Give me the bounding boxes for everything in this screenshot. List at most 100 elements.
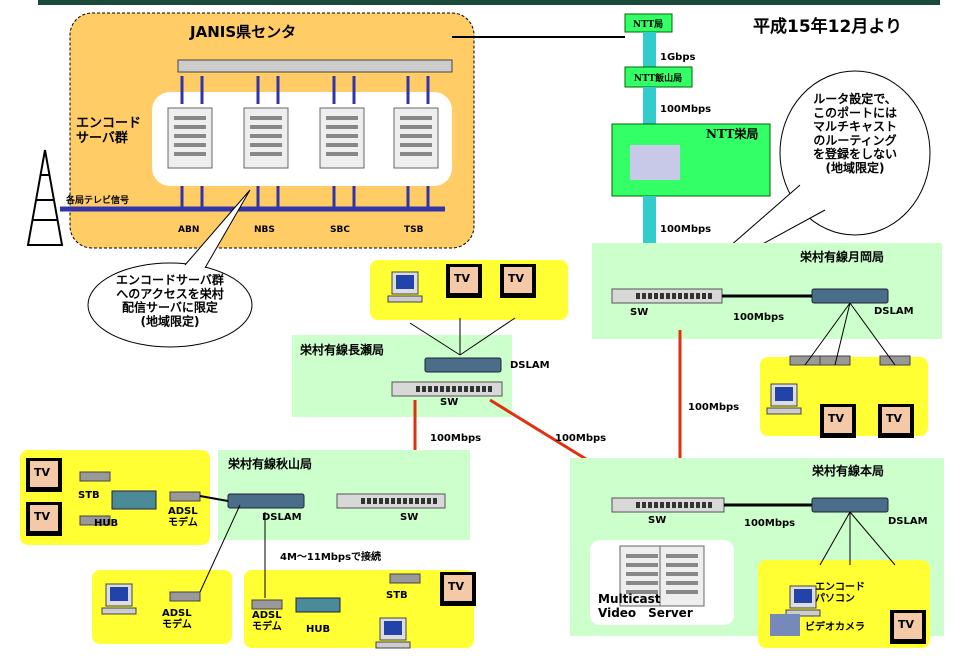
date-title: 平成15年12月より: [753, 16, 902, 37]
nagase-dslam: [424, 357, 502, 373]
home-pc: [92, 570, 232, 644]
home-left-modem: [169, 491, 201, 502]
ntt-iiyama-box: [624, 66, 693, 88]
nagase-line: [459, 317, 516, 356]
encoder-server-bay: [400, 143, 432, 147]
video-server-2-bay: [666, 581, 698, 585]
nagase-switch-port: [422, 386, 426, 392]
tsukioka-line: [834, 302, 851, 366]
video-camera-icon: [770, 614, 800, 636]
home-pc-computer-screen: [110, 587, 128, 601]
encoder-server-bay: [400, 134, 432, 138]
tsukioka-switch-port: [696, 293, 700, 299]
nagase-dslam-label: DSLAM: [510, 360, 550, 371]
nagase-tv-2-screen: [504, 267, 532, 293]
nagase-switch-port: [476, 386, 480, 392]
honkyoku-switch-port: [672, 502, 676, 508]
encoder-callout-tail: [184, 189, 251, 269]
nagase-switch-port: [482, 386, 486, 392]
antenna-icon: [26, 149, 64, 246]
home-pc-line: [199, 504, 241, 593]
home-bottom-pc-kbd: [375, 641, 411, 649]
akiyama-switch-port: [361, 498, 365, 504]
encoder-server-bay: [326, 152, 358, 156]
nagase-pc-kbd: [387, 295, 423, 303]
akiyama-switch-port: [427, 498, 431, 504]
home-bottom-hub-label: HUB: [306, 624, 330, 635]
video-server-2-bay: [666, 572, 698, 576]
home-left-stb: [79, 471, 111, 482]
video-server-1-bay: [626, 590, 658, 594]
nagase-switch-port: [440, 386, 444, 392]
ntt-router-image: [630, 145, 680, 180]
tsukioka-tv-2-label: TV: [886, 412, 903, 425]
tsukioka-stb: [789, 355, 821, 366]
encoder-server-bay: [250, 143, 282, 147]
tsukioka-down-label: 100Mbps: [688, 402, 739, 413]
tsukioka-line: [804, 302, 851, 366]
nagase-switch-port: [470, 386, 474, 392]
honkyoku-switch-port: [702, 502, 706, 508]
akiyama-title: 栄村有線秋山局: [227, 456, 312, 471]
tsukioka-switch-port: [684, 293, 688, 299]
tsukioka-switch-port: [708, 293, 712, 299]
video-server-1-bay: [626, 572, 658, 576]
channel-label: SBC: [330, 225, 350, 235]
home-bottom-stb-label: STB: [386, 590, 408, 601]
tsukioka-dslam-label: DSLAM: [874, 306, 914, 317]
tsukioka-switch-port: [648, 293, 652, 299]
akiyama-switch-port: [385, 498, 389, 504]
home-bottom-stb: [389, 573, 421, 584]
akiyama-switch-port: [433, 498, 437, 504]
nagase-pc-screen: [396, 275, 414, 289]
home-bottom-hub: [295, 597, 341, 613]
video-server-2-bay: [666, 554, 698, 558]
tsukioka-switch-port: [660, 293, 664, 299]
header-bar: [38, 0, 940, 5]
nagase-line: [409, 322, 461, 356]
nagase-sw-label: SW: [440, 397, 458, 408]
ntt-kyoku-label: NTT局: [633, 19, 663, 30]
tsukioka-switch-port: [702, 293, 706, 299]
tsukioka-dslam: [811, 288, 889, 304]
home-left-hub: [111, 490, 157, 510]
link-100mbps-label: 100Mbps: [660, 104, 711, 115]
honkyoku-switch-port: [666, 502, 670, 508]
akiyama-speed-label: 4M～11Mbpsで接続: [280, 550, 381, 563]
link-1gbps-label: 1Gbps: [660, 52, 695, 63]
akiyama-sw-label: SW: [400, 512, 418, 523]
home-bottom-tv-screen: [444, 575, 472, 601]
tsukioka-switch-port: [654, 293, 658, 299]
tsukioka-tv-2-screen: [882, 407, 910, 433]
ntt-sakae-label: NTT栄局: [706, 126, 758, 141]
honkyoku-switch-port: [660, 502, 664, 508]
honkyoku-dslam-label: DSLAM: [888, 516, 928, 527]
ntt-iiyama-label: NTT飯山局: [634, 72, 682, 84]
honkyoku-line: [849, 511, 896, 566]
encoder-pc-kbd: [785, 609, 821, 617]
honkyoku-tv-screen: [894, 613, 922, 639]
router-callout-text: ルータ設定で、このポートにはマルチキャストのルーティングを登録をしない(地域限定…: [813, 91, 897, 175]
honkyoku-switch-port: [696, 502, 700, 508]
video-server-1-bay: [626, 581, 658, 585]
encoder-server-bay: [250, 134, 282, 138]
home-pc-modem: [169, 591, 201, 602]
nagase-link-right: 100Mbps: [555, 433, 606, 444]
tsukioka-link-label: 100Mbps: [733, 312, 784, 323]
encoder-area: [152, 92, 452, 186]
nagase-switch-port: [452, 386, 456, 392]
akiyama-switch-port: [421, 498, 425, 504]
tsukioka-pc-screen: [775, 387, 793, 401]
encoder-server-bay: [174, 152, 206, 156]
encoder-server-bay: [174, 125, 206, 129]
nagase-tv-2-label: TV: [508, 272, 525, 285]
video-server-2-bay: [666, 590, 698, 594]
nagase-tv-1-label: TV: [454, 272, 471, 285]
tsukioka-switch-port: [636, 293, 640, 299]
home-bottom-pc-screen: [384, 621, 402, 635]
nagase-switch-port: [458, 386, 462, 392]
encoder-server-bay: [174, 143, 206, 147]
